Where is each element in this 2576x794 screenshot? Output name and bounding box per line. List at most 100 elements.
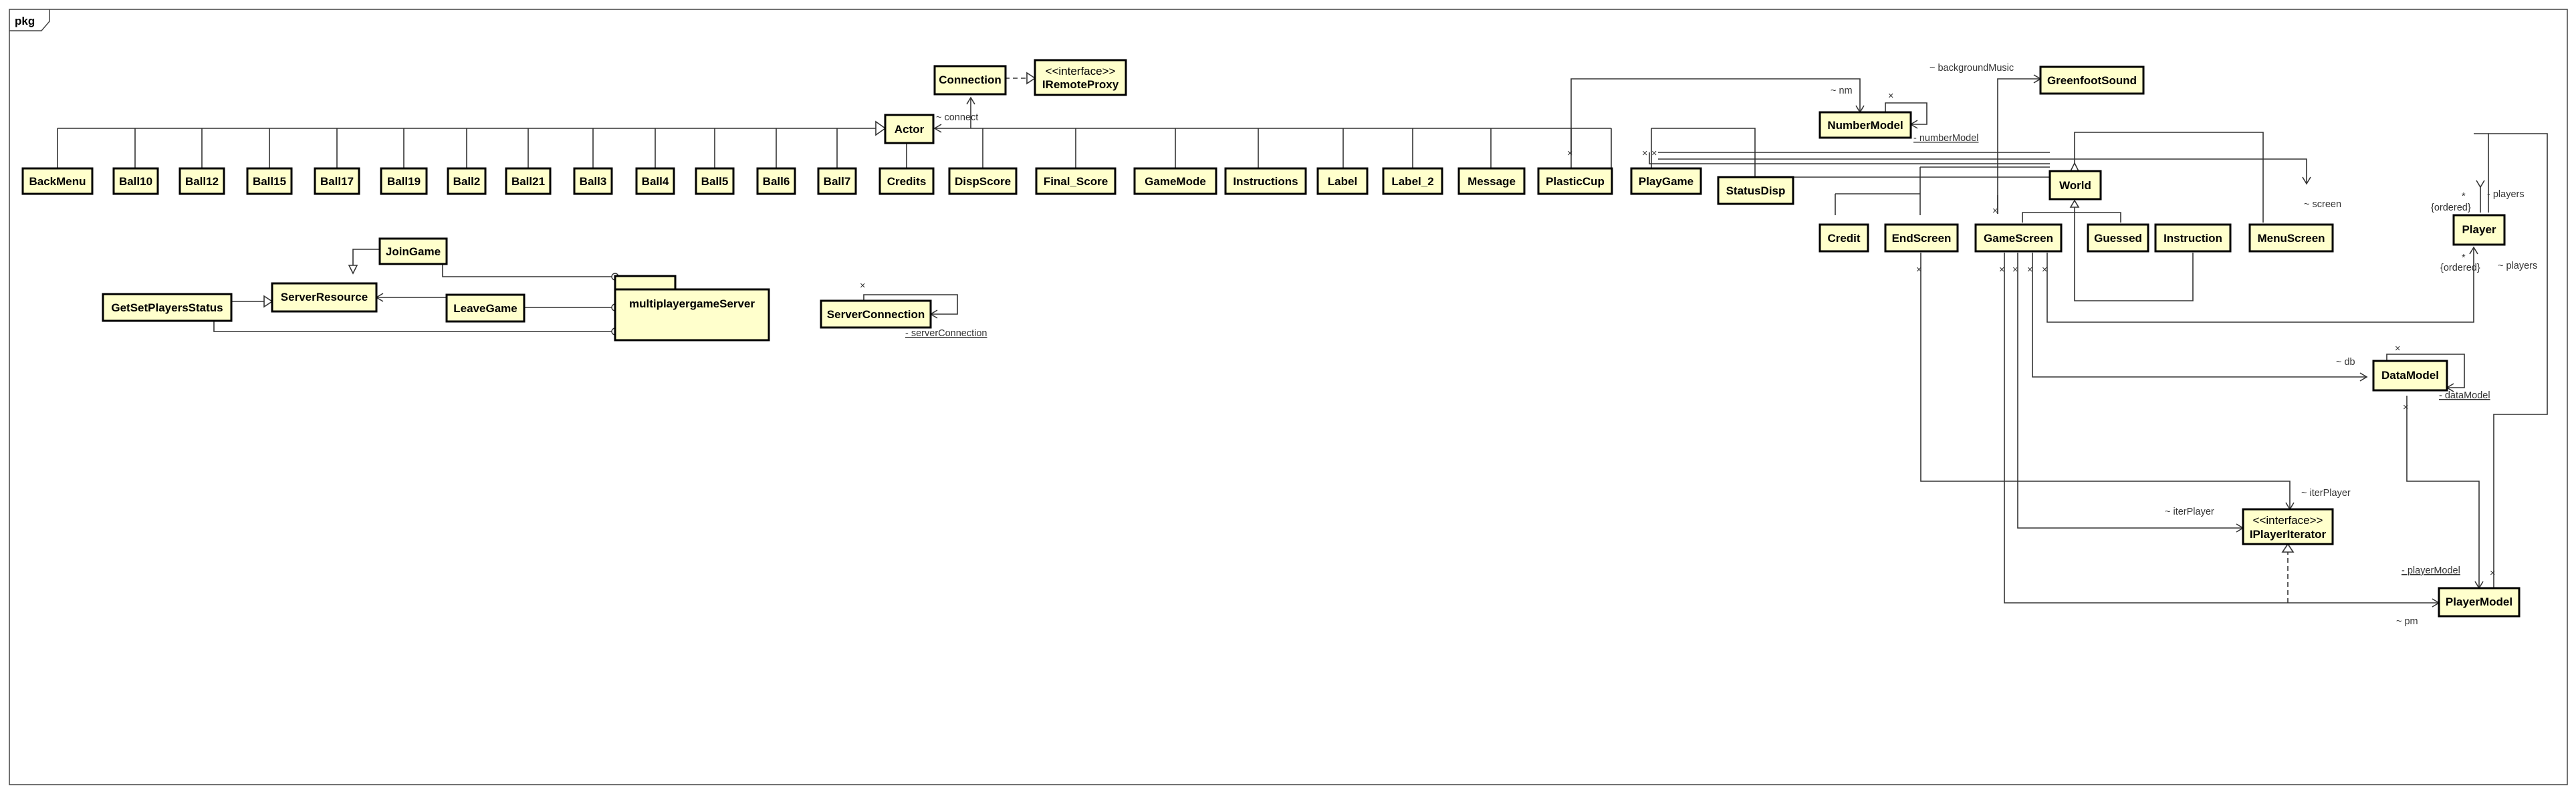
- class-name: IRemoteProxy: [1042, 78, 1119, 91]
- class-name: Instructions: [1233, 175, 1298, 188]
- class-message[interactable]: Message: [1457, 167, 1526, 195]
- class-connection[interactable]: Connection: [933, 65, 1007, 96]
- class-gamescreen[interactable]: GameScreen: [1974, 223, 2063, 253]
- class-name: Connection: [939, 74, 1002, 86]
- class-name: ServerResource: [281, 291, 368, 303]
- class-instructions[interactable]: Instructions: [1224, 167, 1307, 195]
- class-ball21[interactable]: Ball21: [505, 167, 552, 195]
- class-serverconnection[interactable]: ServerConnection: [820, 299, 932, 329]
- class-numbermodel[interactable]: NumberModel: [1819, 111, 1912, 139]
- label-pm: ~ pm: [2396, 616, 2418, 627]
- class-leavegame[interactable]: LeaveGame: [445, 293, 525, 323]
- multiplicity-x: ×: [1999, 265, 2004, 275]
- class-gamemode[interactable]: GameMode: [1133, 167, 1217, 195]
- class-name: DataModel: [2381, 369, 2439, 382]
- label-players: ~ players: [2498, 261, 2537, 271]
- label-ordered: {ordered}: [2431, 203, 2471, 213]
- class-name: EndScreen: [1892, 232, 1952, 245]
- class-ball7[interactable]: Ball7: [817, 167, 857, 195]
- class-ball4[interactable]: Ball4: [635, 167, 675, 195]
- label-iterplayer: ~ iterPlayer: [2301, 488, 2351, 499]
- class-ball19[interactable]: Ball19: [380, 167, 428, 195]
- class-dispscore[interactable]: DispScore: [948, 167, 1018, 195]
- class-ball6[interactable]: Ball6: [756, 167, 796, 195]
- class-plasticcup[interactable]: PlasticCup: [1537, 167, 1613, 195]
- class-name: Ball19: [387, 175, 421, 188]
- label-ordered: {ordered}: [2440, 263, 2480, 273]
- class-name: NumberModel: [1827, 119, 1903, 132]
- class-name: Ball5: [701, 175, 729, 188]
- multiplicity-x: ×: [1642, 148, 1647, 159]
- class-name: LeaveGame: [453, 302, 517, 315]
- label-db: ~ db: [2336, 357, 2355, 368]
- class-getsetplayersstatus[interactable]: GetSetPlayersStatus: [102, 293, 233, 322]
- label-players: - players: [2487, 189, 2525, 200]
- class-iremoteproxy[interactable]: <<interface>>IRemoteProxy: [1034, 59, 1127, 96]
- class-label-2[interactable]: Label_2: [1382, 167, 1443, 195]
- class-ball5[interactable]: Ball5: [695, 167, 735, 195]
- class-ball3[interactable]: Ball3: [573, 167, 613, 195]
- class-name: GreenfootSound: [2047, 74, 2137, 87]
- multiplicity-x: ×: [2027, 265, 2032, 275]
- class-world[interactable]: World: [2048, 170, 2102, 201]
- class-ball12[interactable]: Ball12: [179, 167, 225, 195]
- class-name: Instruction: [2163, 232, 2222, 245]
- class-name: Ball10: [119, 175, 152, 188]
- class-name: Ball6: [763, 175, 790, 188]
- class-ball10[interactable]: Ball10: [112, 167, 159, 195]
- class-name: GameMode: [1145, 175, 1206, 188]
- class-name: MenuScreen: [2257, 232, 2325, 245]
- class-name: Ball7: [824, 175, 851, 188]
- class-multiplayergameserver[interactable]: multiplayergameServer: [614, 275, 770, 342]
- label-iterplayer: ~ iterPlayer: [2165, 507, 2214, 517]
- label-playermodel: - playerModel: [2402, 565, 2460, 576]
- package-frame: pkg: [9, 9, 2568, 785]
- class-ball15[interactable]: Ball15: [246, 167, 293, 195]
- multiplicity-x: ×: [1888, 91, 1893, 102]
- class-serverresource[interactable]: ServerResource: [271, 282, 378, 313]
- class-name: Ball3: [580, 175, 607, 188]
- label-backgroundmusic: ~ backgroundMusic: [1929, 63, 2014, 74]
- class-name: Label_2: [1391, 175, 1433, 188]
- class-name: Ball4: [642, 175, 669, 188]
- class-playgame[interactable]: PlayGame: [1630, 167, 1702, 195]
- class-playermodel[interactable]: PlayerModel: [2438, 587, 2521, 618]
- class-name: Actor: [895, 123, 925, 136]
- class-player[interactable]: Player: [2452, 214, 2506, 246]
- multiplicity-x: ×: [2042, 265, 2047, 275]
- class-name: Ball2: [453, 175, 481, 188]
- class-endscreen[interactable]: EndScreen: [1884, 223, 1959, 253]
- class-greenfootsound[interactable]: GreenfootSound: [2039, 65, 2145, 95]
- multiplicity-x: ×: [2490, 568, 2495, 579]
- class-name: DispScore: [955, 175, 1011, 188]
- class-guessed[interactable]: Guessed: [2087, 223, 2149, 253]
- package-name: pkg: [15, 15, 35, 27]
- class-datamodel[interactable]: DataModel: [2372, 360, 2448, 392]
- label-datamodel: - dataModel: [2439, 390, 2490, 401]
- multiplicity-star: *: [2462, 191, 2466, 202]
- class-joingame[interactable]: JoinGame: [378, 237, 448, 265]
- label-screen: ~ screen: [2304, 199, 2341, 210]
- class-instruction[interactable]: Instruction: [2154, 223, 2232, 253]
- class-name: StatusDisp: [1726, 184, 1786, 197]
- class-credit[interactable]: Credit: [1819, 223, 1869, 253]
- multiplicity-x: ×: [2012, 265, 2018, 275]
- class-final-score[interactable]: Final_Score: [1035, 167, 1117, 195]
- class-ball17[interactable]: Ball17: [314, 167, 360, 195]
- class-credits[interactable]: Credits: [879, 167, 935, 195]
- class-statusdisp[interactable]: StatusDisp: [1717, 176, 1794, 205]
- class-ball2[interactable]: Ball2: [447, 167, 487, 195]
- class-name: Credit: [1827, 232, 1860, 245]
- multiplicity-x: ×: [1916, 265, 1921, 275]
- class-iplayeriterator[interactable]: <<interface>>IPlayerIterator: [2242, 508, 2334, 545]
- class-name: Label: [1328, 175, 1357, 188]
- class-name: GameScreen: [1984, 232, 2053, 245]
- class-menuscreen[interactable]: MenuScreen: [2248, 223, 2334, 253]
- class-name: IPlayerIterator: [2250, 528, 2327, 541]
- class-name: Ball15: [253, 175, 286, 188]
- class-backmenu[interactable]: BackMenu: [21, 167, 94, 195]
- class-actor[interactable]: Actor: [884, 114, 935, 144]
- multiplicity-star: *: [2462, 253, 2466, 263]
- class-label[interactable]: Label: [1316, 167, 1369, 195]
- multiplicity-x: ×: [1567, 148, 1572, 159]
